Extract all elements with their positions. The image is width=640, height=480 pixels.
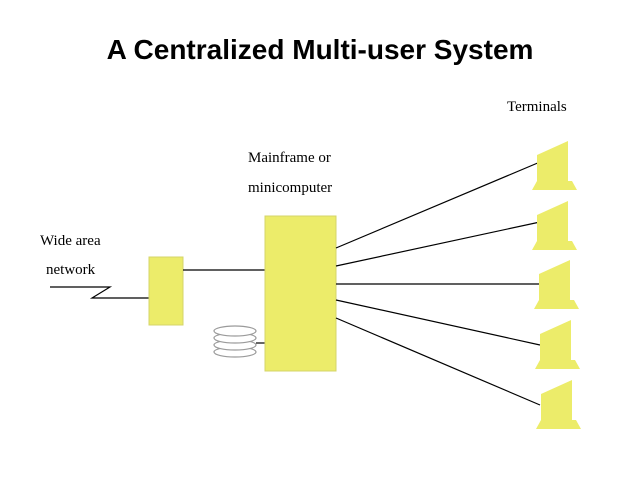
terminal-icon xyxy=(532,201,577,250)
wan-link-line xyxy=(50,286,150,299)
terminal-link-line xyxy=(335,299,541,346)
disk-storage-icon xyxy=(213,325,257,358)
mainframe-label-line1: Mainframe or xyxy=(248,150,331,166)
mainframe-box xyxy=(264,215,337,372)
page-title: A Centralized Multi-user System xyxy=(106,34,534,65)
gateway-box xyxy=(148,256,184,326)
terminal-icon xyxy=(534,260,579,309)
terminal-icon xyxy=(535,320,580,369)
terminal-link-line xyxy=(335,221,541,267)
terminal-icon xyxy=(532,141,577,190)
terminal-link-line xyxy=(335,161,541,249)
terminal-icon xyxy=(536,380,581,429)
terminals-label: Terminals xyxy=(507,99,567,115)
mainframe-label-line2: minicomputer xyxy=(248,180,333,196)
wan-label-line1: Wide area xyxy=(40,233,101,249)
wan-label-line2: network xyxy=(46,262,96,278)
terminal-link-line xyxy=(335,317,541,406)
